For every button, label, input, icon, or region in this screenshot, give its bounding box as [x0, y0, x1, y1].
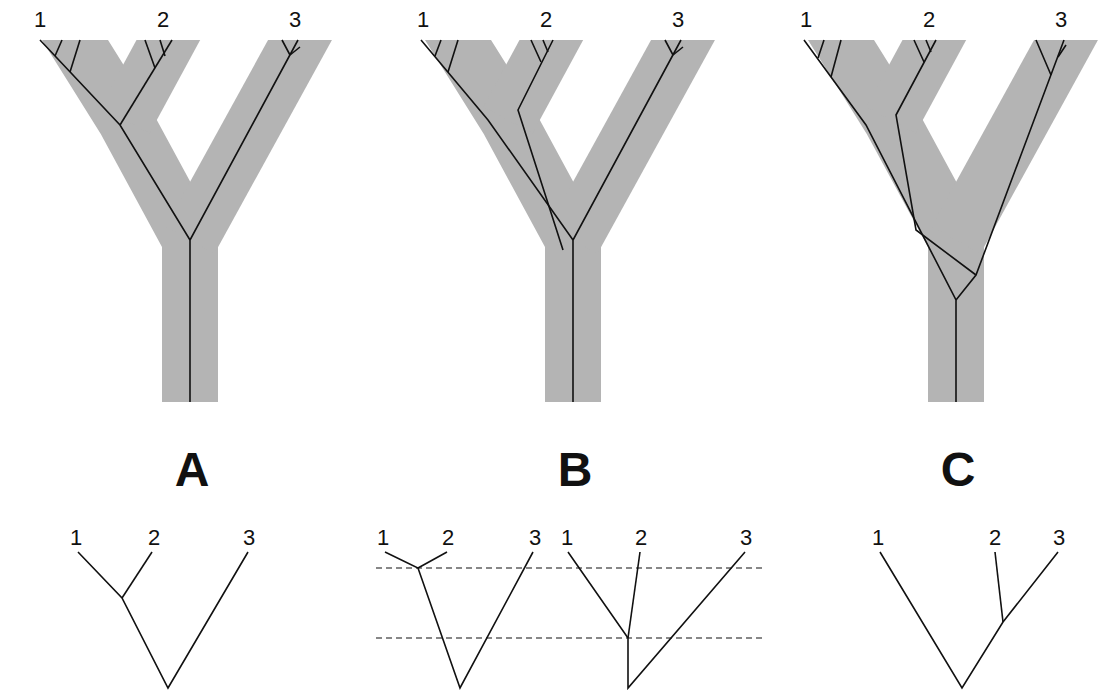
taxon-number: 3 [1053, 527, 1065, 549]
taxon-number: 2 [989, 527, 1001, 549]
species-tree [40, 0, 322, 430]
species-tree [804, 0, 1088, 430]
taxon-number: 1 [34, 9, 46, 31]
panel-letter: C [941, 446, 976, 494]
gene-tree [40, 40, 300, 402]
taxon-number: 1 [561, 527, 573, 549]
gene-tree [804, 40, 1066, 402]
taxon-number: 1 [417, 9, 429, 31]
panel-letter: A [175, 446, 210, 494]
taxon-number: 2 [635, 527, 647, 549]
taxon-number: 2 [157, 9, 169, 31]
taxon-number: 1 [872, 527, 884, 549]
panel-letter: B [558, 446, 593, 494]
time-line [376, 568, 762, 638]
taxon-number: 2 [148, 527, 160, 549]
taxon-number: 2 [442, 527, 454, 549]
taxon-number: 2 [540, 9, 552, 31]
taxon-number: 1 [800, 9, 812, 31]
taxon-number: 3 [672, 9, 684, 31]
species-tree [421, 0, 705, 430]
taxon-number: 3 [243, 527, 255, 549]
taxon-number: 3 [1055, 9, 1067, 31]
taxon-number: 3 [740, 527, 752, 549]
taxon-number: 3 [289, 9, 301, 31]
taxon-number: 2 [923, 9, 935, 31]
taxon-number: 1 [377, 527, 389, 549]
taxon-number: 3 [529, 527, 541, 549]
gene-tree [421, 40, 683, 402]
taxon-number: 1 [70, 527, 82, 549]
tree-diagram [78, 552, 1058, 688]
